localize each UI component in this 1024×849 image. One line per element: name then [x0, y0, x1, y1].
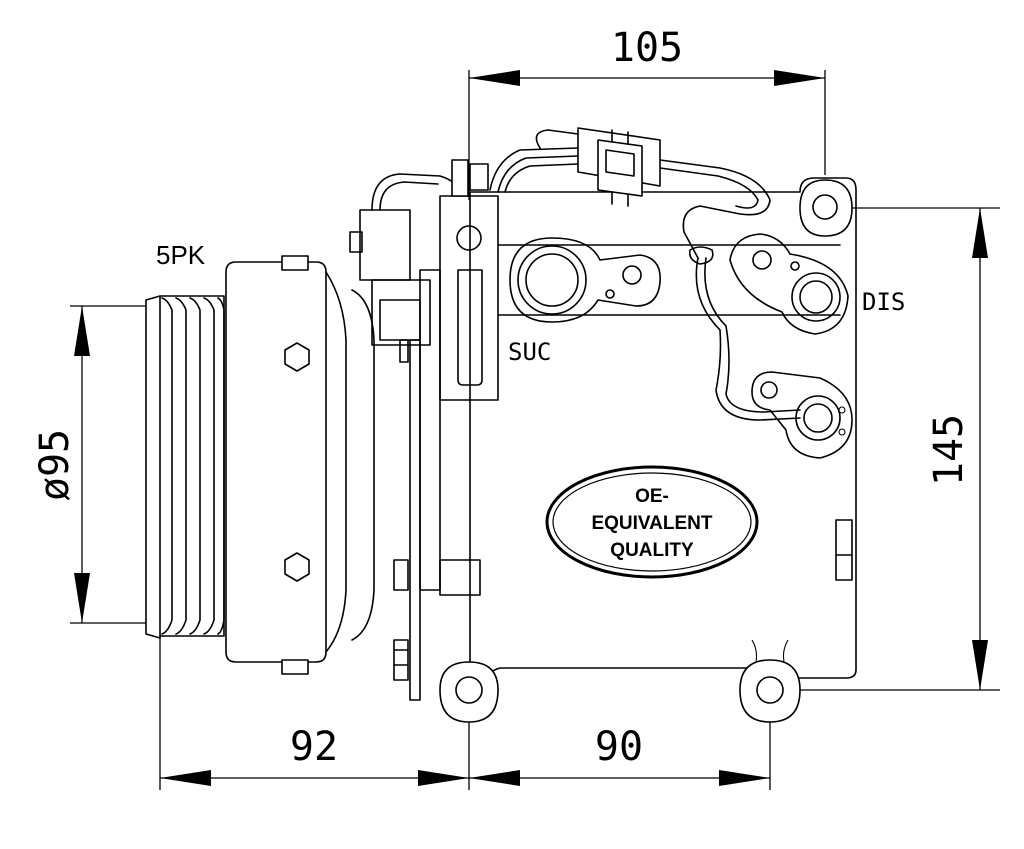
discharge-port [729, 233, 849, 335]
dimension-145-text: 145 [926, 414, 972, 486]
dimension-90-text: 90 [595, 724, 643, 770]
clutch-coil [349, 209, 431, 681]
dimension-bottom-92: 92 [159, 635, 470, 790]
dimension-left-diameter-95: ø95 [32, 305, 150, 624]
dimension-95-text: ø95 [32, 429, 78, 501]
dimension-92-text: 92 [290, 724, 338, 770]
mount-ear-top-right [799, 179, 853, 237]
discharge-port-label: DIS [862, 288, 905, 316]
oe-quality-badge: OE- EQUIVALENT QUALITY [545, 465, 759, 579]
dimension-right-145: 145 [790, 207, 1000, 691]
mount-ear-bottom-left [439, 661, 499, 723]
pressure-sensor [751, 371, 853, 459]
suction-port-label: SUC [508, 338, 551, 366]
badge-line-3: QUALITY [610, 540, 694, 561]
wiring-harness [371, 127, 801, 421]
dimension-bottom-90: 90 [469, 700, 771, 790]
badge-line-2: EQUIVALENT [591, 513, 712, 534]
dimension-top-105: 105 [468, 25, 826, 200]
dimension-105-text: 105 [611, 25, 683, 71]
pulley [145, 255, 347, 675]
suction-port [509, 237, 661, 323]
badge-line-1: OE- [635, 486, 669, 507]
belt-type-label: 5PK [156, 240, 206, 270]
mount-ear-bottom-right [739, 639, 801, 723]
